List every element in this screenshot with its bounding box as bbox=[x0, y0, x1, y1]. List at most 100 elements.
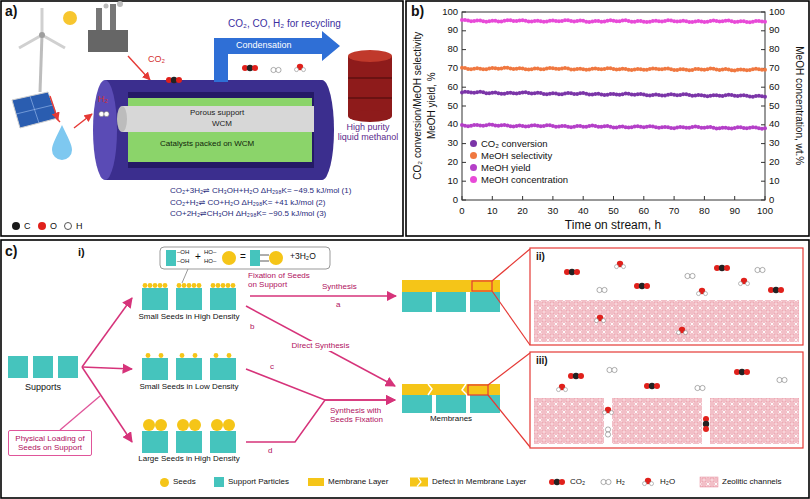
line-chart bbox=[583, 196, 584, 200]
legend-label: MeOH selectivity bbox=[481, 151, 552, 162]
node-label: Membranes bbox=[398, 414, 504, 423]
molecule bbox=[703, 416, 709, 432]
label: CO₂, CO, H₂ for recycling bbox=[228, 18, 341, 30]
line-chart bbox=[460, 12, 767, 200]
node-label: Large Seeds in High Density bbox=[135, 454, 243, 463]
label-holder: MeOH concentration, wt.% bbox=[793, 47, 805, 166]
support-particle bbox=[58, 356, 78, 378]
support-particle bbox=[402, 292, 432, 312]
label-holder: 100 bbox=[769, 7, 785, 18]
label-holder: Condensation bbox=[236, 40, 292, 50]
support-particle bbox=[210, 288, 236, 310]
factory bbox=[88, 30, 128, 52]
membrane-layer bbox=[402, 280, 500, 292]
molecule bbox=[295, 64, 306, 72]
label-holder: 0 bbox=[453, 195, 458, 206]
tick-label: 20 bbox=[447, 157, 458, 168]
legend-label: H bbox=[76, 221, 83, 231]
line-chart bbox=[462, 12, 466, 13]
tick-label: 60 bbox=[447, 82, 458, 93]
equation: CO₂+3H₂⇌ CH₃OH+H₂O ΔH₂₉₈K= −49.5 kJ/mol … bbox=[170, 186, 351, 195]
factory bbox=[96, 8, 102, 30]
line-chart bbox=[761, 181, 765, 182]
label-holder: Time on stream, h bbox=[565, 219, 661, 233]
molecule bbox=[695, 385, 705, 390]
legend-swatch bbox=[64, 222, 72, 230]
legend-item: Defect in Membrane Layer bbox=[410, 477, 526, 486]
legend-label: Defect in Membrane Layer bbox=[432, 477, 526, 486]
fixation-inset bbox=[160, 247, 330, 269]
support-group: Supports bbox=[4, 350, 82, 395]
line-chart bbox=[761, 12, 765, 13]
support-particle bbox=[8, 288, 500, 453]
label-holder: 80 bbox=[699, 206, 710, 217]
tick-label: 30 bbox=[769, 138, 780, 149]
label-holder: CO+2H₂⇌CH₃OH ΔH₂₉₈K= −90.5 kJ/mol (3) bbox=[170, 209, 326, 218]
line-chart bbox=[674, 196, 675, 200]
methanol-barrel bbox=[348, 56, 392, 116]
line-chart bbox=[462, 87, 466, 88]
chem-group: HO– bbox=[204, 249, 216, 256]
membrane-layer bbox=[428, 384, 432, 395]
line-chart bbox=[761, 49, 765, 50]
feed-arrow bbox=[128, 56, 150, 80]
legend-item: MeOH selectivity bbox=[470, 151, 552, 162]
support-particle bbox=[210, 358, 236, 380]
seed-particle bbox=[211, 419, 223, 431]
fixation-inset bbox=[182, 269, 188, 283]
tick-label: 30 bbox=[447, 138, 458, 149]
line-chart bbox=[462, 12, 765, 200]
label-holder: 50 bbox=[447, 101, 458, 112]
wind-turbine bbox=[19, 8, 65, 92]
seed-particle bbox=[193, 353, 198, 358]
node-label: Small Seeds in Low Density bbox=[135, 382, 243, 391]
reactor-cylinder bbox=[93, 80, 334, 180]
molecule bbox=[99, 111, 109, 116]
molecule bbox=[557, 384, 568, 392]
label: Catalysts packed on WCM bbox=[160, 139, 254, 148]
zoom-inset bbox=[710, 398, 799, 444]
support-particle bbox=[8, 356, 28, 378]
legend-item: H₂O bbox=[640, 477, 675, 486]
line-chart bbox=[552, 196, 553, 200]
legend-sample bbox=[410, 477, 718, 487]
molecule bbox=[607, 367, 617, 372]
route-letter: a bbox=[336, 300, 340, 309]
line-chart bbox=[704, 196, 705, 200]
reactor-cylinder bbox=[122, 106, 314, 132]
seed-particle bbox=[192, 283, 197, 288]
label-holder: 10 bbox=[447, 176, 458, 187]
equation: CO₂+H₂⇌ CO+H₂O ΔH₂₉₈K= +41 kJ/mol (2) bbox=[170, 198, 325, 207]
seed-particle bbox=[159, 353, 164, 358]
molecule bbox=[634, 283, 650, 289]
chem-group: –OH bbox=[177, 249, 189, 256]
label-holder: 30 bbox=[447, 138, 458, 149]
molecule bbox=[768, 287, 784, 293]
tick-label: 90 bbox=[769, 25, 780, 36]
tick-label: 100 bbox=[442, 7, 458, 18]
tick-label: 20 bbox=[517, 206, 528, 217]
support-particle bbox=[142, 288, 168, 310]
factory bbox=[110, 4, 116, 30]
legend-swatch bbox=[308, 478, 324, 486]
tick-label: 80 bbox=[769, 44, 780, 55]
legend-sample bbox=[601, 479, 611, 484]
molecule bbox=[564, 269, 580, 275]
line-chart bbox=[761, 162, 765, 163]
line-chart bbox=[492, 196, 493, 200]
seed-particle bbox=[155, 419, 167, 431]
line-chart bbox=[765, 196, 766, 200]
legend-label: Support Particles bbox=[228, 477, 289, 486]
molecule bbox=[644, 383, 660, 389]
label: Condensation bbox=[236, 40, 292, 50]
seed-particle bbox=[231, 283, 236, 288]
line-chart bbox=[763, 20, 767, 24]
line-chart bbox=[763, 126, 767, 130]
tick-label: 0 bbox=[459, 206, 464, 217]
methanol-barrel bbox=[348, 50, 392, 122]
fixation-inset bbox=[260, 255, 269, 256]
seed-particle bbox=[216, 283, 221, 288]
legend-item: Zeolitic channels bbox=[700, 477, 782, 486]
molecule bbox=[603, 407, 614, 415]
